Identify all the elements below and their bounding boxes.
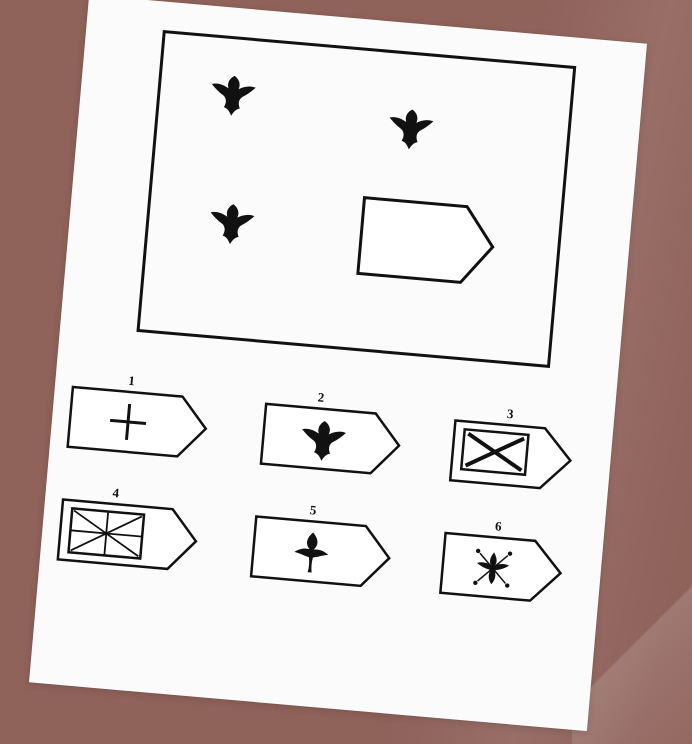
option-4-card[interactable]: 4 (58, 481, 200, 572)
top-fleur-icon-1 (209, 74, 256, 118)
option-3-label: 3 (506, 406, 514, 422)
option-6-card[interactable]: 6 (440, 514, 564, 603)
puzzle-svg: 1 2 3 4 5 (29, 0, 647, 731)
option-5-card[interactable]: 5 (251, 498, 393, 589)
top-fleur-icon-2 (387, 108, 434, 152)
option-2-card[interactable]: 2 (261, 385, 403, 476)
puzzle-sheet: 1 2 3 4 5 (29, 0, 647, 731)
option-5-label: 5 (309, 502, 317, 518)
option-6-label: 6 (495, 518, 503, 534)
option-2-label: 2 (317, 389, 325, 405)
top-fleur-icon-3 (208, 202, 255, 246)
option-1-label: 1 (128, 373, 136, 389)
option-4-label: 4 (112, 485, 120, 501)
empty-answer-slot (358, 198, 496, 285)
top-frame (138, 32, 575, 367)
option-3-card[interactable]: 3 (450, 402, 574, 491)
option-1-card[interactable]: 1 (68, 368, 210, 459)
